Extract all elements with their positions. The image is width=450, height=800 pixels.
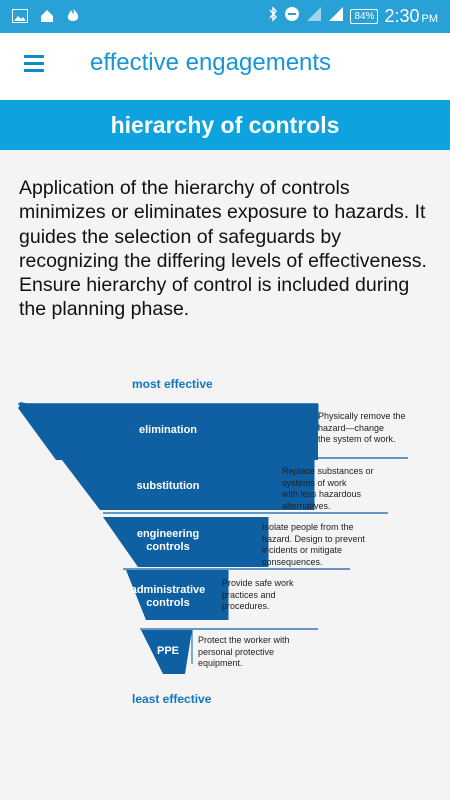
stage-description-engineering: Isolate people from the hazard. Design t… (262, 522, 366, 567)
stage-description-ppe: Protect the worker with personal protect… (198, 635, 290, 668)
app-title: effective engagements (90, 49, 332, 76)
stage-label-administrative-controls: administrative controls (130, 584, 206, 609)
least-effective-label: least effective (132, 692, 212, 706)
section-banner: hierarchy of controls (0, 100, 450, 150)
stage-band-substitution (62, 460, 314, 510)
stage-band-administrative (126, 570, 228, 620)
stage-band-elimination (18, 402, 318, 460)
stage-band-engineering (103, 517, 268, 567)
stage-description-substitution: Replace substances or systems of work wi… (282, 466, 374, 511)
stage-label-ppe: PPE (156, 645, 179, 657)
battery-indicator: 84% (350, 9, 379, 24)
bluetooth-icon (268, 6, 278, 27)
hierarchy-diagram (18, 402, 408, 674)
stage-description-elimination: Physically remove the hazard—change the … (318, 411, 406, 444)
signal-strength-icon (306, 6, 322, 27)
flame-notification-icon (66, 7, 80, 27)
app-bar: effective engagements (0, 33, 450, 100)
stage-description-administrative: Provide safe work practices and procedur… (222, 578, 294, 611)
stage-label-substitution: substitution (136, 480, 200, 492)
stage-band-ppe (141, 630, 192, 674)
stage-label-engineering-controls: engineering controls (136, 528, 200, 553)
hamburger-menu-icon[interactable] (24, 54, 46, 76)
intro-paragraph: Application of the hierarchy of controls… (19, 177, 427, 321)
do-not-disturb-icon (284, 6, 300, 27)
image-notification-icon (12, 8, 28, 27)
roaming-signal-icon (328, 6, 344, 27)
home-notification-icon (40, 8, 54, 27)
stage-label-elimination: elimination (138, 424, 198, 436)
most-effective-label: most effective (132, 377, 213, 391)
